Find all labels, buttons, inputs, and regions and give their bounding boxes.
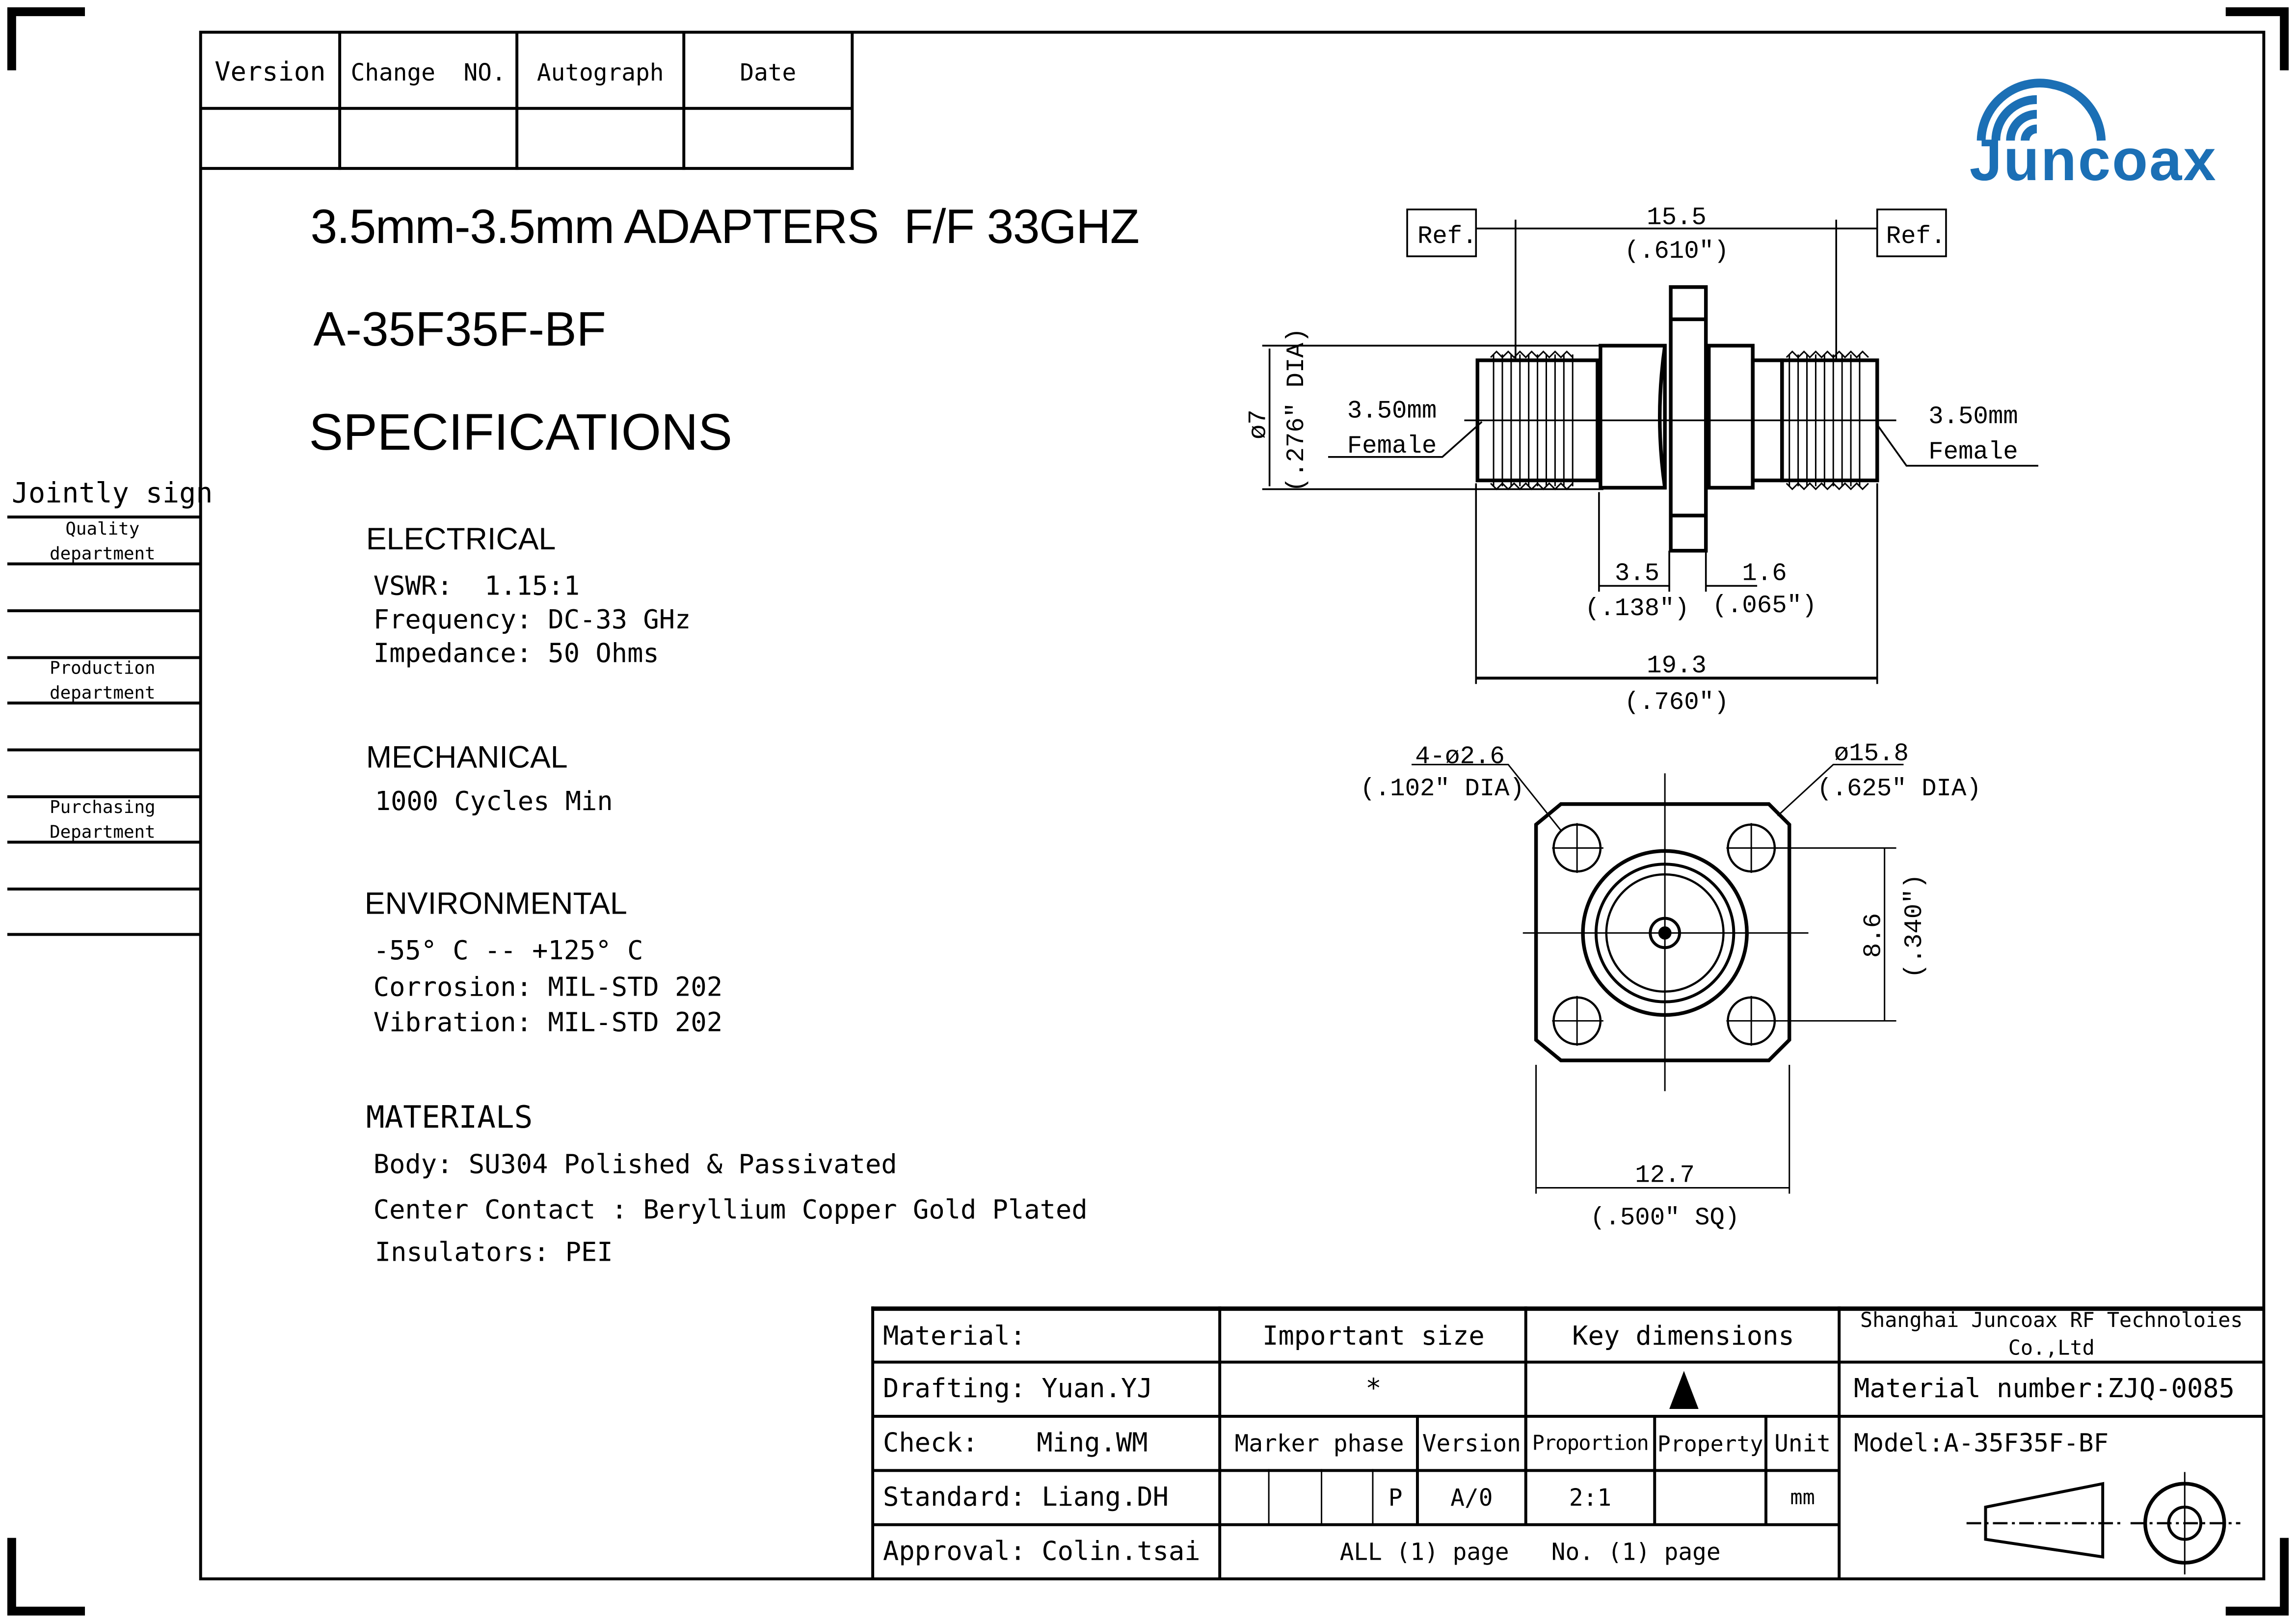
- approval-field: Approval: Colin.tsai: [883, 1536, 1201, 1568]
- dim-flange-diameter-inch: (.625" DIA): [1817, 775, 1981, 803]
- rev-header-version: Version: [214, 56, 326, 87]
- drafting-field: Drafting: Yuan.YJ: [883, 1374, 1153, 1405]
- dim-mount-hole: 4-ø2.6: [1415, 743, 1505, 771]
- important-size-mark: *: [1365, 1374, 1382, 1405]
- version-value: A/0: [1450, 1484, 1493, 1512]
- dim-mount-hole-inch: (.102" DIA): [1360, 775, 1524, 803]
- product-title: 3.5mm-3.5mm ADAPTERS F/F 33GHZ: [310, 199, 1139, 254]
- spec-line: Body: SU304 Polished & Passivated: [373, 1149, 897, 1181]
- dim-hole-spacing: 8.6: [1860, 913, 1888, 958]
- dim-total-inch: (.760"): [1625, 689, 1729, 717]
- sign-column-title: Jointly sign: [11, 477, 213, 510]
- version-header: Version: [1422, 1429, 1521, 1458]
- marker-phase-header: Marker phase: [1234, 1429, 1404, 1458]
- dim-length-ref: 15.5: [1647, 204, 1707, 232]
- spec-line: Center Contact : Beryllium Copper Gold P…: [373, 1195, 1088, 1226]
- dim-total: 19.3: [1647, 652, 1707, 680]
- section-heading: ENVIRONMENTAL: [364, 887, 627, 921]
- rev-header-autograph: Autograph: [536, 57, 664, 86]
- ref-box-right: [1876, 208, 1947, 257]
- unit-value: mm: [1790, 1486, 1815, 1510]
- key-dimensions-header: Key dimensions: [1572, 1320, 1794, 1352]
- dim-flange-width: 12.7: [1635, 1162, 1695, 1190]
- thread-lines: [1490, 350, 1869, 490]
- part-number: A-35F35F-BF: [313, 301, 606, 356]
- dim-length-ref-inch: (.610"): [1625, 238, 1729, 266]
- dept-quality: Quality department: [50, 518, 156, 564]
- material-number: Material number:ZJQ-0085: [1854, 1374, 2235, 1405]
- rev-header-change: Change NO.: [350, 57, 506, 86]
- dim-body-inch: (.138"): [1585, 595, 1689, 623]
- projection-symbol-icon: [1966, 1472, 2241, 1575]
- company-name: Shanghai Juncoax RF Technoloies Co.,Ltd: [1860, 1309, 2243, 1361]
- page-count: ALL (1) page No. (1) page: [1339, 1538, 1721, 1566]
- important-size-header: Important size: [1262, 1320, 1485, 1352]
- spec-line: 1000 Cycles Min: [374, 786, 613, 817]
- standard-field: Standard: Liang.DH: [883, 1482, 1169, 1513]
- logo-text: Juncoax: [1969, 129, 2217, 193]
- spec-line: Insulators: PEI: [374, 1237, 613, 1269]
- dim-flange-inch: (.065"): [1712, 592, 1817, 620]
- right-connector-gender: Female: [1928, 438, 2018, 466]
- ref-label-right: Ref.: [1886, 223, 1946, 251]
- dim-hole-spacing-inch: (.340"): [1901, 874, 1929, 978]
- spec-line: Vibration: MIL-STD 202: [373, 1007, 723, 1039]
- dim-flange-diameter: ø15.8: [1834, 740, 1909, 768]
- sheet-border: [199, 30, 2266, 1581]
- section-heading: ELECTRICAL: [366, 523, 556, 557]
- spec-line: Frequency: DC-33 GHz: [373, 605, 691, 636]
- spec-line: Impedance: 50 Ohms: [373, 638, 659, 670]
- section-heading: MECHANICAL: [366, 741, 568, 775]
- dept-purchasing: Purchasing Department: [50, 796, 156, 842]
- property-header: Property: [1657, 1430, 1763, 1457]
- specifications-heading: SPECIFICATIONS: [309, 404, 733, 461]
- check-label: Check:: [883, 1428, 979, 1459]
- right-connector-size: 3.50mm: [1928, 403, 2018, 431]
- dim-diameter-inch: (.276" DIA): [1283, 328, 1311, 492]
- model-field: Model:A-35F35F-BF: [1854, 1429, 2109, 1458]
- rev-header-date: Date: [740, 57, 797, 86]
- dim-diameter: ø7: [1245, 409, 1273, 439]
- dim-flange-width-inch: (.500" SQ): [1590, 1204, 1739, 1232]
- ref-box-left: [1406, 208, 1477, 257]
- phase-value: P: [1388, 1484, 1403, 1512]
- signal-waves-icon: [1976, 79, 2106, 141]
- dim-body: 3.5: [1615, 560, 1659, 588]
- section-heading: MATERIALS: [366, 1100, 533, 1136]
- spec-line: VSWR: 1.15:1: [373, 571, 580, 602]
- dept-production: Production department: [50, 657, 156, 703]
- proportion-header: Proportion: [1532, 1432, 1649, 1456]
- ref-label-left: Ref.: [1417, 223, 1477, 251]
- material-label: Material:: [883, 1320, 1026, 1352]
- left-connector-gender: Female: [1347, 433, 1437, 460]
- dim-flange: 1.6: [1742, 560, 1787, 588]
- juncoax-logo: Juncoax: [1967, 55, 2230, 193]
- key-dimension-triangle-icon: [1527, 1362, 1839, 1416]
- spec-line: Corrosion: MIL-STD 202: [373, 972, 723, 1003]
- spec-line: -55° C -- +125° C: [373, 936, 643, 967]
- proportion-value: 2:1: [1569, 1484, 1612, 1512]
- check-name: Ming.WM: [1037, 1428, 1148, 1459]
- unit-header: Unit: [1774, 1429, 1831, 1458]
- left-connector-size: 3.50mm: [1347, 397, 1437, 425]
